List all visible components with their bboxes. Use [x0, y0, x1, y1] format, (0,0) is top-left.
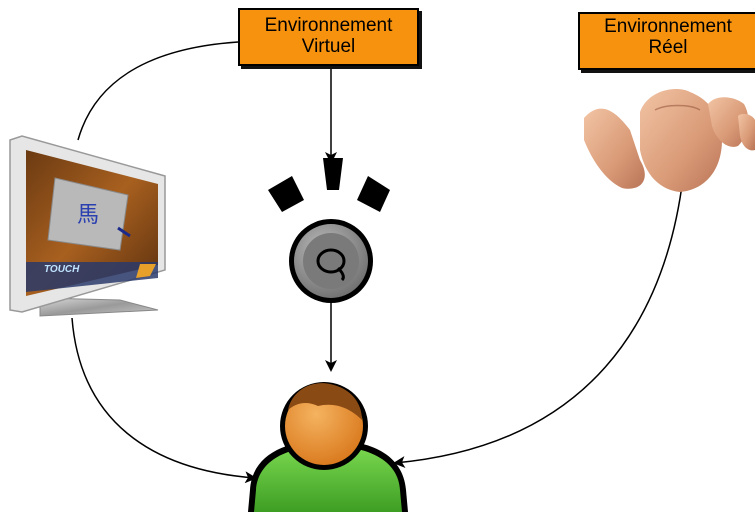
monitor-icon: 馬 [9, 135, 166, 317]
hand-icon [584, 89, 755, 192]
screen-glyph: 馬 [77, 203, 99, 228]
virtual-environment-line2: Virtuel [301, 36, 356, 57]
real-environment-line1: Environnement [604, 16, 732, 37]
monitor-logo-text: TOUCH [44, 264, 80, 275]
real-environment-line2: Réel [648, 37, 688, 58]
virtual-environment-line1: Environnement [264, 15, 393, 36]
arrow-monitor-to-user [71, 317, 257, 484]
arrow-hand-to-user [393, 177, 684, 469]
user-icon [248, 382, 408, 512]
connector-virtual-to-monitor [77, 41, 239, 141]
speaker-icon [268, 158, 390, 303]
real-environment-box: Environnement Réel [578, 12, 755, 70]
virtual-environment-box: Environnement Virtuel [238, 8, 419, 66]
